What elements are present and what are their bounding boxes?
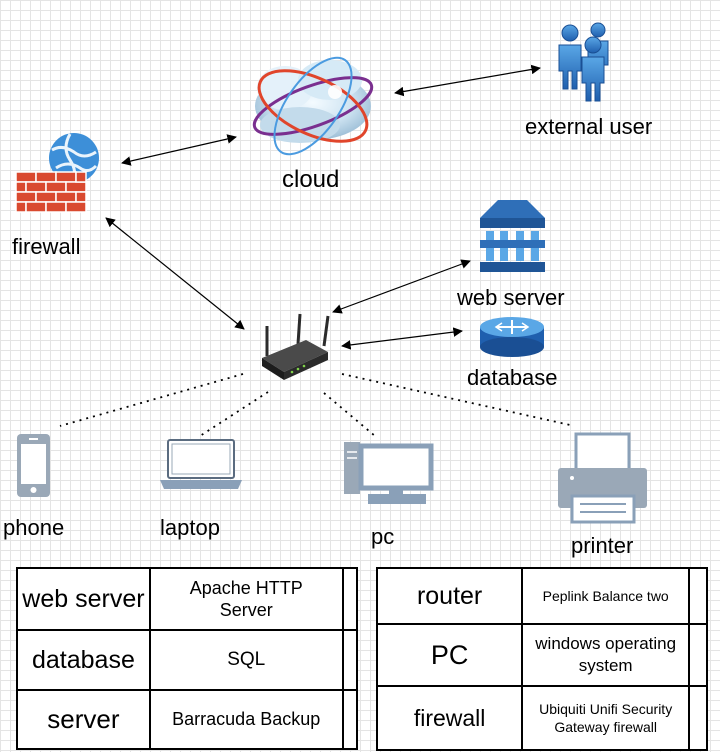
empty-cell [688, 685, 708, 751]
device-cell: web server [16, 567, 151, 631]
arrow-firewall-router [105, 217, 245, 330]
table-row: server Barracuda Backup [16, 689, 359, 750]
database-icon [480, 317, 544, 357]
arrow-router-database [341, 327, 463, 350]
spec-cell: Barracuda Backup [148, 689, 344, 750]
spec-cell: SQL [148, 629, 344, 691]
label-web-server: web server [457, 285, 565, 310]
printer-icon [558, 432, 647, 524]
arrow-router-webserver [332, 259, 471, 314]
label-phone: phone [3, 515, 65, 540]
connection-arrows [105, 64, 541, 350]
empty-cell [341, 689, 359, 750]
empty-cell [688, 567, 708, 625]
table-row: router Peplink Balance two [375, 567, 708, 625]
router-icon [262, 313, 330, 380]
label-firewall: firewall [12, 234, 81, 259]
spec-cell: windows operating system [521, 623, 691, 687]
label-external-user: external user [525, 114, 653, 139]
device-cell: firewall [375, 685, 524, 751]
firewall-icon [15, 133, 99, 213]
empty-cell [341, 629, 359, 691]
link-router-pc [323, 392, 376, 437]
spec-table-left: web server Apache HTTP Server database S… [16, 567, 359, 750]
label-printer: printer [571, 533, 634, 558]
label-database: database [467, 365, 558, 390]
link-router-laptop [199, 391, 269, 437]
empty-cell [341, 567, 359, 631]
table-row: web server Apache HTTP Server [16, 567, 359, 631]
laptop-icon [160, 439, 242, 489]
pc-icon [344, 442, 434, 504]
label-cloud: cloud [282, 166, 340, 193]
device-cell: router [375, 567, 524, 625]
spec-cell: Ubiquiti Unifi Security Gateway firewall [521, 685, 691, 751]
table-row: PC windows operating system [375, 623, 708, 687]
device-cell: server [16, 689, 151, 750]
table-row: database SQL [16, 629, 359, 691]
table-row: firewall Ubiquiti Unifi Security Gateway… [375, 685, 708, 751]
arrow-firewall-cloud [121, 134, 237, 166]
spec-table-right: router Peplink Balance two PC windows op… [375, 567, 708, 751]
cloud-icon [252, 56, 374, 156]
arrow-cloud-external-user [394, 64, 541, 97]
label-pc: pc [371, 524, 395, 549]
web-server-icon [480, 200, 545, 272]
external-user-icon [558, 22, 609, 102]
empty-cell [688, 623, 708, 687]
spec-cell: Apache HTTP Server [148, 567, 344, 631]
spec-cell: Peplink Balance two [521, 567, 691, 625]
label-laptop: laptop [160, 515, 220, 540]
device-cell: PC [375, 623, 524, 687]
link-router-phone [59, 373, 244, 427]
phone-icon [17, 434, 50, 497]
device-cell: database [16, 629, 151, 691]
